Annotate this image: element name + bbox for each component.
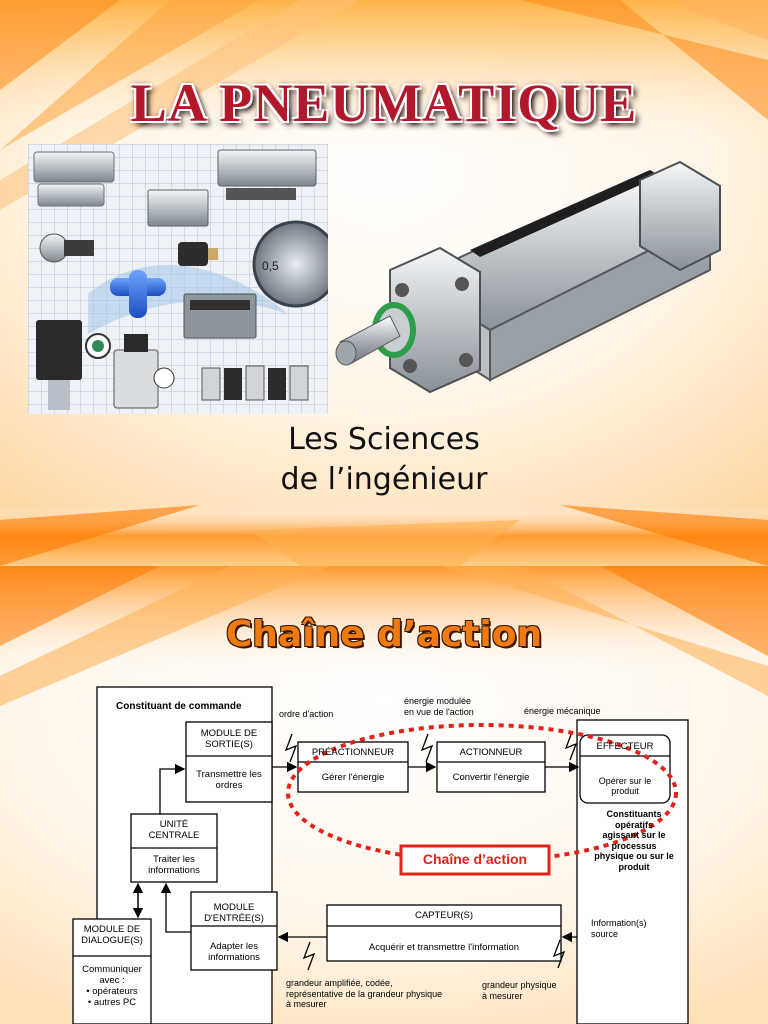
constituant-commande-label: Constituant de commande <box>116 701 242 712</box>
chaine-action-slide: Chaîne d’action <box>0 566 768 1024</box>
title-slide: LA PNEUMATIQUE <box>0 0 768 566</box>
chaine-action-diagram <box>72 686 689 1024</box>
subtitle-line-2: de l’ingénieur <box>280 462 488 497</box>
effecteur-title: EFFECTEUR <box>596 741 654 752</box>
chaine-action-label: Chaîne d’action <box>422 851 528 867</box>
preactionneur-body: Gérer l'énergie <box>321 772 385 783</box>
capteur-body: Acquérir et transmettre l'information <box>368 942 520 953</box>
information-source-label: Information(s)source <box>591 918 647 939</box>
pneumatic-cylinder-illustration <box>335 160 721 394</box>
subtitle-line-1: Les Sciences <box>288 422 480 457</box>
energie-mecanique-label: énergie mécanique <box>524 706 601 716</box>
actionneur-body: Convertir l'énergie <box>452 772 530 783</box>
module-sortie-box <box>185 721 273 803</box>
ordre-action-label: ordre d'action <box>279 709 334 719</box>
chaine-action-highlight <box>286 723 678 863</box>
slide-title: Chaîne d’action <box>225 614 543 655</box>
module-entree-box <box>190 891 278 971</box>
actionneur-title: ACTIONNEUR <box>459 747 523 758</box>
effecteur-box <box>579 734 671 804</box>
gauge-label: 0,5 <box>262 259 279 273</box>
slide-title: LA PNEUMATIQUE <box>130 73 638 133</box>
capteur-box <box>326 904 562 962</box>
preactionneur-box <box>297 741 409 793</box>
capteur-title: CAPTEUR(S) <box>414 910 474 921</box>
chaine-action-label-box <box>399 844 551 876</box>
constituants-operatifs-label: Constituants opératifs agissant sur le p… <box>594 809 674 872</box>
pneumatic-components-photo: 0,5 <box>28 144 328 414</box>
grandeur-amplifiee-label: grandeur amplifiée, codée, représentativ… <box>286 978 443 1009</box>
module-dialogue-box <box>72 918 152 1024</box>
preactionneur-title: PRÉACTIONNEUR <box>311 747 395 758</box>
